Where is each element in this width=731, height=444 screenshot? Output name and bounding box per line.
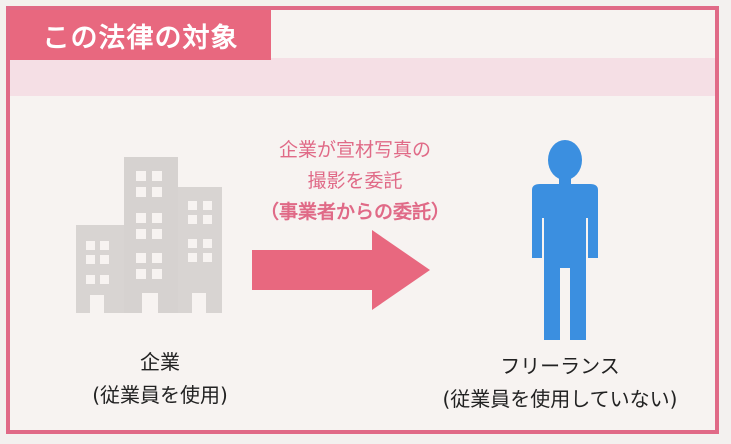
company-note: (従業員を使用)	[92, 383, 228, 407]
header: この法律の対象	[10, 10, 271, 60]
company-label: 企業 (従業員を使用)	[50, 346, 270, 412]
commission-line-3: （事業者からの委託）	[259, 201, 450, 223]
freelance-name: フリーランス	[500, 354, 620, 378]
company-name: 企業	[140, 350, 180, 374]
commission-line-1: 企業が宣材写真の	[278, 139, 431, 161]
content-frame: この法律の対象	[6, 6, 719, 434]
freelance-note: (従業員を使用していない)	[442, 387, 678, 411]
person-icon	[520, 140, 610, 344]
freelance-label: フリーランス (従業員を使用していない)	[410, 350, 710, 416]
arrow-right-icon	[252, 230, 432, 314]
building-icon	[76, 157, 236, 321]
commission-description: 企業が宣材写真の 撮影を委託 （事業者からの委託）	[240, 135, 470, 228]
page-title: この法律の対象	[42, 22, 239, 54]
commission-line-2: 撮影を委託	[307, 170, 403, 192]
header-band	[10, 58, 715, 96]
